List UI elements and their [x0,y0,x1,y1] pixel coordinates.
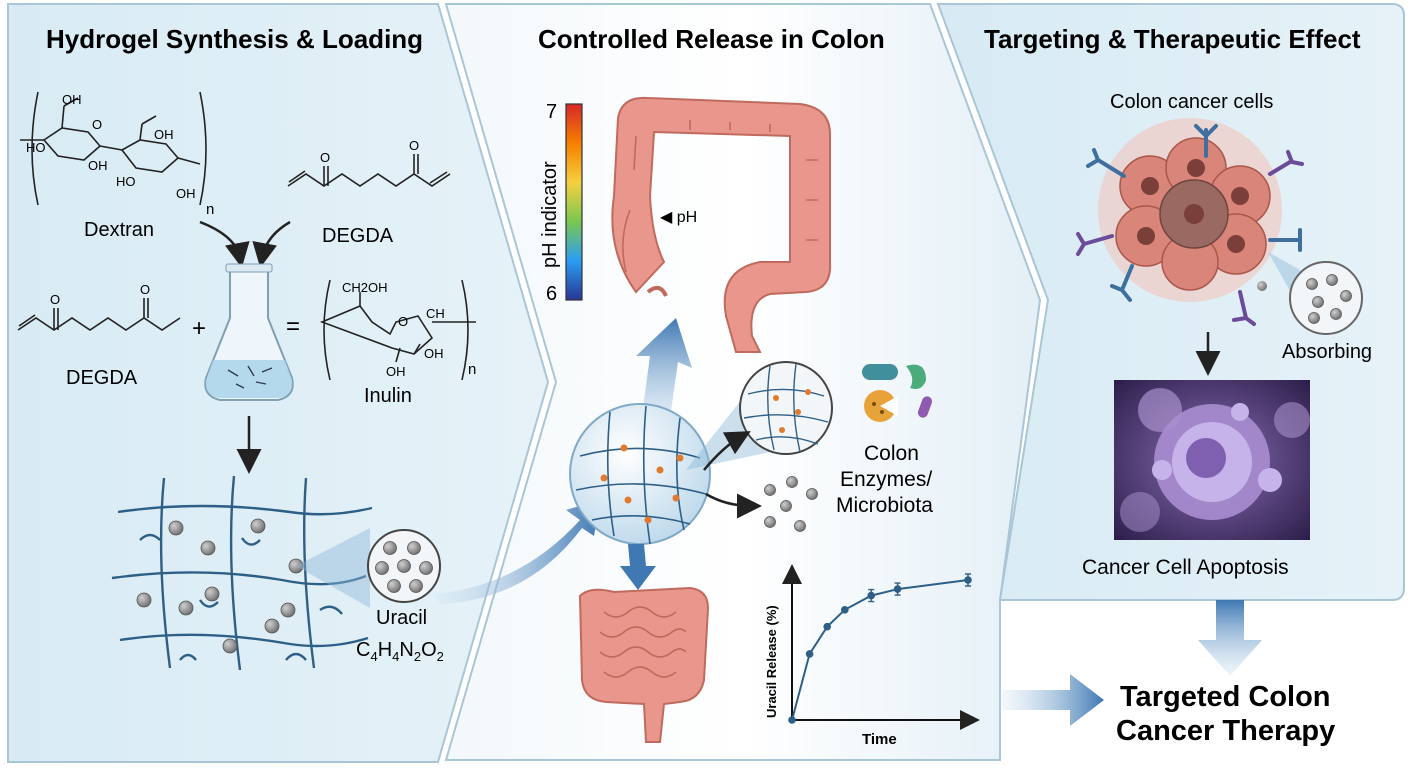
degda-structure-left [17,298,181,331]
chart-ylabel: Uracil Release (%) [764,605,779,718]
colon-illustration [611,96,832,353]
released-beads [764,476,818,532]
microbe-icons [862,364,933,422]
title-targeting: Targeting & Therapeutic Effect [984,24,1361,54]
chem-o-top-2: O [409,138,419,153]
ph-min-label: 6 [546,283,557,305]
chart-data-point [823,622,831,631]
chart-data-point [805,650,814,658]
uracil-zoom-circle [367,529,441,603]
apoptosis-label: Cancer Cell Apoptosis [1082,556,1289,579]
chem-ho-2: HO [116,174,136,189]
plus-sign: + [192,315,206,342]
chem-o-inulin: O [398,314,408,329]
ph-marker-label: ◀ pH [660,209,697,226]
enzymes-label-2: Enzymes/ [840,468,932,491]
ph-max-label: 7 [546,101,557,123]
chem-o-1: O [92,117,102,132]
degda-structure-top [287,154,451,187]
chem-oh-4: OH [176,186,196,201]
network-beads [136,518,304,654]
chem-ch2oh: CH2OH [342,280,388,295]
inulin-structure [319,279,476,381]
ph-gradient-bar [565,103,583,301]
chem-oh-3: OH [154,127,174,142]
hydrogel-sphere [569,403,711,545]
chem-oh-2: OH [88,158,108,173]
arrow-apoptosis-to-therapy [1198,600,1262,676]
chem-n-2: n [468,361,476,378]
chem-oh-1: OH [62,92,82,107]
zoom-cone-uracil [296,528,370,608]
sphere-zoom-circle [739,361,833,455]
chem-o-left-1: O [50,292,60,307]
chem-o-left-2: O [140,282,150,297]
cancer-cells-label: Colon cancer cells [1110,91,1273,113]
chem-n-1: n [206,201,214,218]
cancer-cell-cluster [1076,118,1304,326]
flask-icon [204,263,294,401]
panel-release-bg [444,3,1042,761]
chem-oh-inulin-1: OH [424,346,444,361]
absorbing-zoom-circle [1289,261,1363,335]
enzymes-label-3: Microbiota [836,494,933,517]
chart-data-point [893,585,902,593]
equals-sign: = [286,313,300,340]
release-chart: Uracil Release (%) Time [764,564,980,748]
degda-top-label: DEGDA [322,225,394,247]
chart-xlabel: Time [862,731,897,748]
absorbing-label: Absorbing [1282,341,1372,363]
dextran-label: Dextran [84,219,154,241]
chart-data-point [788,716,796,724]
chem-o-top-1: O [320,150,330,165]
arrow-sphere-to-colon [636,318,692,432]
title-release: Controlled Release in Colon [538,24,885,54]
apoptosis-image [1114,380,1310,540]
chem-oh-inulin-2: OH [386,364,406,379]
arrow-dextran-to-flask [199,220,250,268]
chart-data-point [841,606,849,614]
uracil-formula: C4H4N2O2 [356,639,444,664]
chart-data-point [964,576,972,584]
arrow-degda-to-flask [252,220,291,268]
small-intestine-illustration [578,586,710,743]
ph-indicator-label: pH indicator [539,161,561,268]
enzymes-label-1: Colon [864,442,919,465]
arrow-sphere-to-zoom [703,431,751,471]
chem-ho-1: HO [26,140,46,155]
therapy-line-2: Cancer Therapy [1116,715,1335,747]
title-synthesis: Hydrogel Synthesis & Loading [46,24,423,54]
inulin-label: Inulin [364,385,412,407]
arrow-release-to-therapy [1000,674,1104,726]
chem-ch-inulin: CH [426,306,445,321]
dextran-structure [20,91,207,206]
chart-data-point [867,591,875,600]
degda-left-label: DEGDA [66,367,138,389]
uracil-label: Uracil [376,607,427,629]
arrow-sphere-to-beads [705,492,762,519]
arrow-sphere-to-intestine [620,544,656,590]
therapy-line-1: Targeted Colon [1120,681,1331,713]
